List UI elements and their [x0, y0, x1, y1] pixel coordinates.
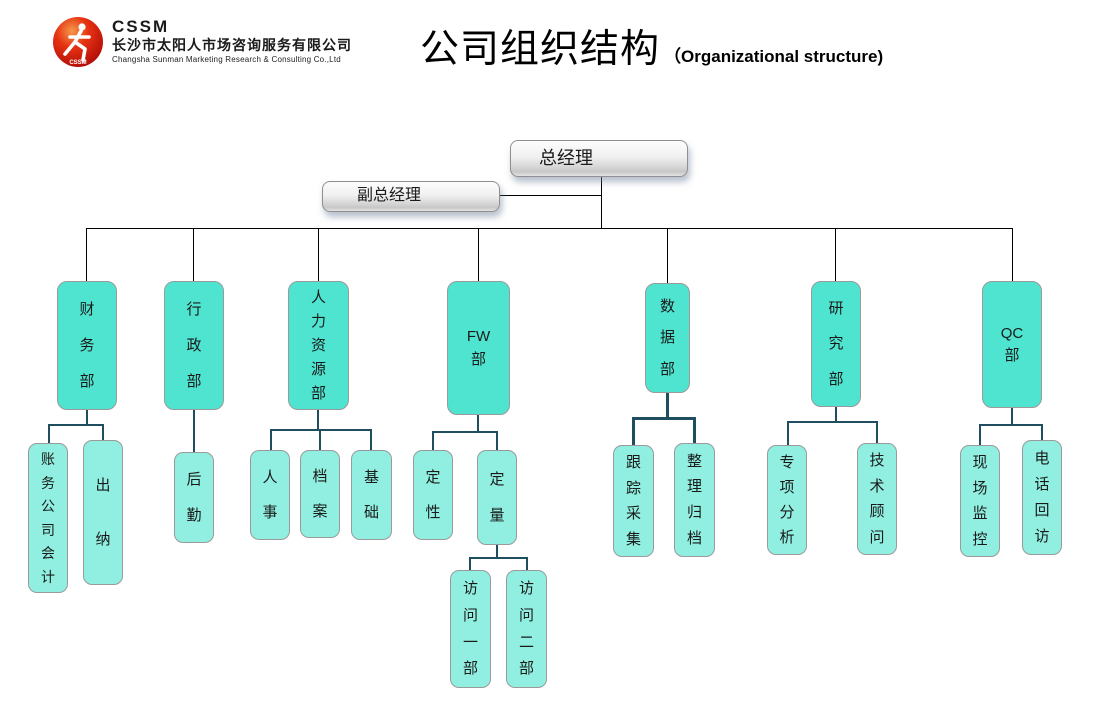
page-title: 公司组织结构 （Organizational structure)	[420, 18, 883, 74]
deputy-gm-box: 副总经理	[322, 181, 500, 212]
sub-box-personnel: 人事	[250, 450, 290, 540]
connector-line	[835, 407, 837, 422]
connector-line	[979, 424, 981, 445]
connector-line	[370, 429, 372, 450]
connector-line	[318, 228, 319, 281]
sub-box-tracking-collection: 跟踪采集	[613, 445, 654, 557]
sub-box-accounting: 账务公司会计	[28, 443, 68, 593]
dept-box-hr: 人力资源部	[288, 281, 349, 410]
connector-line	[86, 228, 1013, 229]
dept-box-research: 研究部	[811, 281, 861, 407]
connector-line	[319, 429, 321, 450]
connector-line	[86, 410, 88, 425]
connector-line	[193, 410, 195, 452]
page-title-english: （Organizational structure)	[664, 47, 884, 66]
sub-box-logistics: 后勤	[174, 452, 214, 543]
dept-box-data: 数据部	[645, 283, 690, 393]
company-logo-icon: CSSM	[53, 17, 103, 67]
connector-line	[667, 228, 668, 283]
sub-box-visit-dept-2: 访问二部	[506, 570, 547, 688]
connector-line	[1041, 424, 1043, 440]
connector-line	[432, 431, 498, 433]
connector-line	[317, 410, 319, 430]
connector-line	[632, 417, 695, 420]
connector-line	[1012, 228, 1013, 281]
gm-label: 总经理	[539, 148, 593, 169]
sub-box-archives: 档案	[300, 450, 340, 538]
deputy-gm-label: 副总经理	[357, 187, 422, 205]
svg-text:CSSM: CSSM	[69, 60, 86, 66]
connector-line	[693, 417, 696, 443]
connector-line	[787, 421, 877, 423]
dept-box-admin: 行政部	[164, 281, 224, 410]
sub-box-basics: 基础	[351, 450, 392, 540]
connector-line	[270, 429, 372, 431]
connector-line	[876, 421, 878, 443]
connector-line	[632, 417, 635, 445]
dept-box-finance: 财务部	[57, 281, 117, 410]
page-title-chinese: 公司组织结构	[420, 28, 661, 71]
connector-line	[469, 557, 527, 559]
connector-line	[86, 228, 87, 281]
connector-line	[102, 424, 104, 440]
connector-line	[496, 545, 498, 558]
connector-line	[666, 393, 669, 418]
connector-line	[469, 557, 471, 570]
connector-line	[787, 421, 789, 445]
company-name-chinese: 长沙市太阳人市场咨询服务有限公司	[112, 38, 352, 54]
connector-line	[500, 195, 601, 196]
connector-line	[979, 424, 1042, 426]
sub-box-onsite-monitoring: 现场监控	[960, 445, 1000, 557]
connector-line	[48, 424, 104, 426]
connector-line	[270, 429, 272, 450]
connector-line	[835, 228, 836, 281]
connector-line	[1011, 408, 1013, 425]
connector-line	[478, 228, 479, 281]
connector-line	[48, 424, 50, 443]
sub-box-tech-consultant: 技术顾问	[857, 443, 897, 555]
sub-box-quantitative: 定量	[477, 450, 517, 545]
connector-line	[193, 228, 194, 281]
gm-box: 总经理	[510, 140, 688, 177]
connector-line	[601, 177, 602, 228]
sub-box-phone-followup: 电话回访	[1022, 440, 1062, 555]
connector-line	[496, 431, 498, 450]
sub-box-archiving: 整理归档	[674, 443, 715, 557]
sub-box-visit-dept-1: 访问一部	[450, 570, 491, 688]
sub-box-cashier: 出纳	[83, 440, 123, 585]
company-name-english: Changsha Sunman Marketing Research & Con…	[112, 55, 341, 65]
connector-line	[432, 431, 434, 450]
sub-box-qualitative: 定性	[413, 450, 453, 540]
sub-box-special-analysis: 专项分析	[767, 445, 807, 555]
connector-line	[526, 557, 528, 570]
brand-block: CSSM 长沙市太阳人市场咨询服务有限公司 Changsha Sunman Ma…	[112, 17, 352, 65]
brand-abbr: CSSM	[112, 17, 170, 36]
connector-line	[477, 415, 479, 432]
